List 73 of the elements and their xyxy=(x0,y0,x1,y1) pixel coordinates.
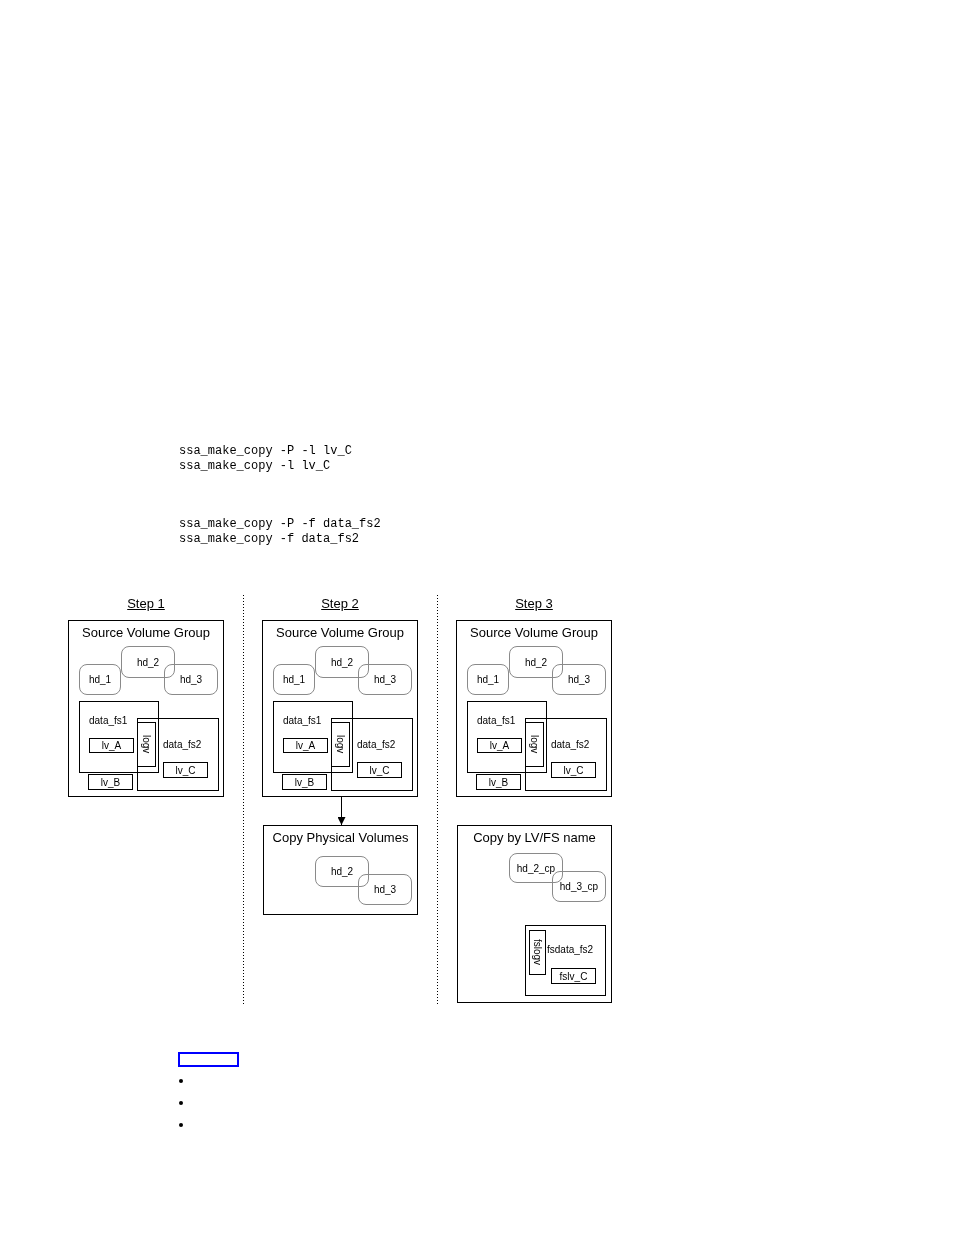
filesystem-name: data_fs1 xyxy=(89,715,128,727)
filesystem-box xyxy=(273,701,353,773)
volume-name: lv_A xyxy=(488,739,511,752)
command-line: ssa_make_copy -P -l lv_C xyxy=(179,444,352,459)
log-volume-box xyxy=(331,722,350,767)
log-volume-box xyxy=(137,722,156,767)
volume-group-panel xyxy=(457,825,612,1003)
logical-volume-box xyxy=(283,738,328,753)
volume-name: lv_A xyxy=(294,739,317,752)
volume-name: hd_3 xyxy=(566,673,592,687)
group-title: Source Volume Group xyxy=(275,625,405,641)
volume-name: lv_C xyxy=(562,763,585,777)
group-title: Source Volume Group xyxy=(469,625,599,641)
volume-name: hd_1 xyxy=(281,673,307,687)
volume-name: hd_2 xyxy=(523,655,549,670)
group-title: Source Volume Group xyxy=(81,625,211,641)
filesystem-name: data_fs2 xyxy=(551,739,590,751)
volume-name: lv_B xyxy=(99,775,122,789)
volume-name: hd_2 xyxy=(329,865,355,879)
command-line: ssa_make_copy -f data_fs2 xyxy=(179,532,360,547)
logical-volume-box xyxy=(357,762,402,778)
volume-group-panel xyxy=(262,620,418,797)
volume-name: hd_3_cp xyxy=(558,880,600,894)
volume-name: logv xyxy=(140,734,153,756)
logical-volume-box xyxy=(88,774,133,790)
volume-name: hd_3 xyxy=(372,883,398,897)
volume-name: fslogv xyxy=(531,938,544,968)
volume-name: fslv_C xyxy=(558,969,589,983)
filesystem-box xyxy=(525,925,606,996)
filesystem-name: data_fs1 xyxy=(283,715,322,727)
volume-name: lv_B xyxy=(293,775,316,789)
volume-name: hd_1 xyxy=(475,673,501,687)
volume-name: lv_C xyxy=(174,763,197,777)
volume-group-panel xyxy=(263,825,418,915)
filesystem-name: data_fs1 xyxy=(477,715,516,727)
volume-name: hd_2_cp xyxy=(515,861,557,876)
filesystem-name: fsdata_fs2 xyxy=(547,944,594,956)
volume-group-panel xyxy=(68,620,224,797)
arrow xyxy=(337,796,346,826)
filesystem-box xyxy=(525,718,607,791)
volume-group-panel xyxy=(456,620,612,797)
group-title: Copy by LV/FS name xyxy=(472,830,597,846)
logical-volume-box xyxy=(163,762,208,778)
volume-name: lv_C xyxy=(368,763,391,777)
filesystem-box xyxy=(467,701,547,773)
logical-volume-box xyxy=(282,774,327,790)
volume-name: lv_B xyxy=(487,775,510,789)
volume-name: lv_A xyxy=(100,739,123,752)
volume-name: hd_2 xyxy=(135,655,161,670)
volume-name: hd_3 xyxy=(178,673,204,687)
volume-name: logv xyxy=(528,734,541,756)
volume-name: logv xyxy=(334,734,347,756)
filesystem-box xyxy=(79,701,159,773)
volume-name: hd_2 xyxy=(329,655,355,670)
step-heading: Step 1 xyxy=(127,596,165,612)
filesystem-box xyxy=(137,718,219,791)
logical-volume-box xyxy=(89,738,134,753)
filesystem-name: data_fs2 xyxy=(357,739,396,751)
logical-volume-box xyxy=(476,774,521,790)
log-volume-box xyxy=(529,930,546,975)
filesystem-name: data_fs2 xyxy=(163,739,202,751)
log-volume-box xyxy=(525,722,544,767)
filesystem-box xyxy=(331,718,413,791)
logical-volume-box xyxy=(477,738,522,753)
volume-name: hd_1 xyxy=(87,673,113,687)
group-title: Copy Physical Volumes xyxy=(271,830,410,846)
step-heading: Step 3 xyxy=(515,596,553,612)
command-line: ssa_make_copy -P -f data_fs2 xyxy=(179,517,381,532)
logical-volume-box xyxy=(551,968,596,984)
logical-volume-box xyxy=(551,762,596,778)
volume-name: hd_3 xyxy=(372,673,398,687)
step-heading: Step 2 xyxy=(321,596,359,612)
command-line: ssa_make_copy -l lv_C xyxy=(179,459,331,474)
